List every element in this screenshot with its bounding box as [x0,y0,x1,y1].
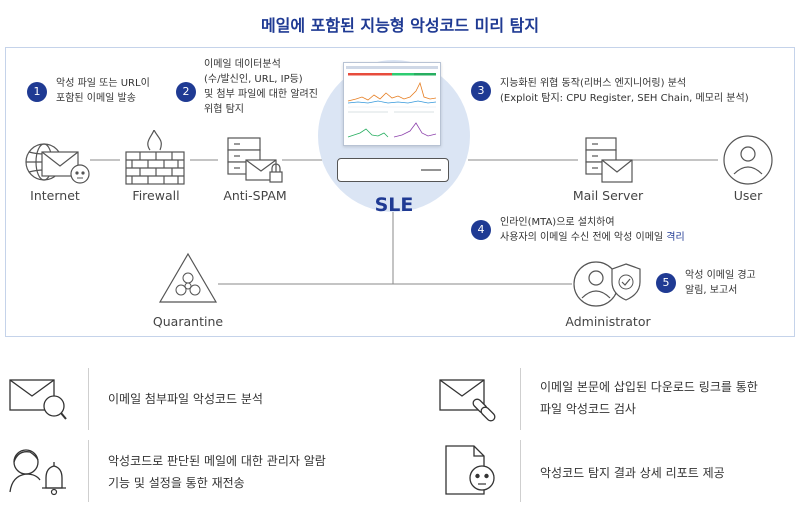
user-label: User [733,188,763,203]
step-4-highlight: 격리 [666,232,685,243]
quarantine-label: Quarantine [152,314,224,329]
antispam-server-icon [226,136,286,190]
mail-search-icon [8,376,68,428]
sle-label: SLE [374,194,414,216]
page-title: 메일에 포함된 지능형 악성코드 미리 탐지 [260,16,540,35]
mail-link-icon [438,376,498,428]
feature-4-text: 악성코드 탐지 결과 상세 리포트 제공 [540,466,725,480]
firewall-label: Firewall [132,188,180,203]
report-skull-icon [444,444,500,502]
step-4-text: 인라인(MTA)으로 설치하여 사용자의 이메일 수신 전에 악성 이메일 격리 [500,217,685,243]
administrator-icon [572,256,644,314]
dashboard-screenshot [343,62,441,146]
step-3-text: 지능화된 위협 동작(리버스 엔지니어링) 분석(Exploit 탐지: CPU… [500,78,749,104]
firewall-icon [124,128,188,190]
divider [520,440,521,502]
internet-label: Internet [30,188,80,203]
feature-1-text: 이메일 첨부파일 악성코드 분석 [108,392,263,406]
step-3-badge: 3 [471,81,491,101]
antispam-label: Anti-SPAM [223,188,287,203]
sle-appliance-icon [337,158,449,182]
administrator-label: Administrator [565,314,651,329]
mail-server-label: Mail Server [572,188,644,203]
step-2-badge: 2 [176,82,196,102]
mail-server-icon [584,136,636,190]
divider [520,368,521,430]
user-icon [722,134,776,192]
divider [88,368,89,430]
internet-globe-mail-icon [22,140,94,194]
biohazard-quarantine-icon [158,250,218,308]
step-4-badge: 4 [471,220,491,240]
admin-alarm-icon [8,444,72,500]
divider [88,440,89,502]
step-2-text: 이메일 데이터분석(수/발신인, URL, IP등) 및 첨부 파일에 대한 알… [204,59,318,115]
step-1-badge: 1 [27,82,47,102]
step-5-badge: 5 [656,273,676,293]
